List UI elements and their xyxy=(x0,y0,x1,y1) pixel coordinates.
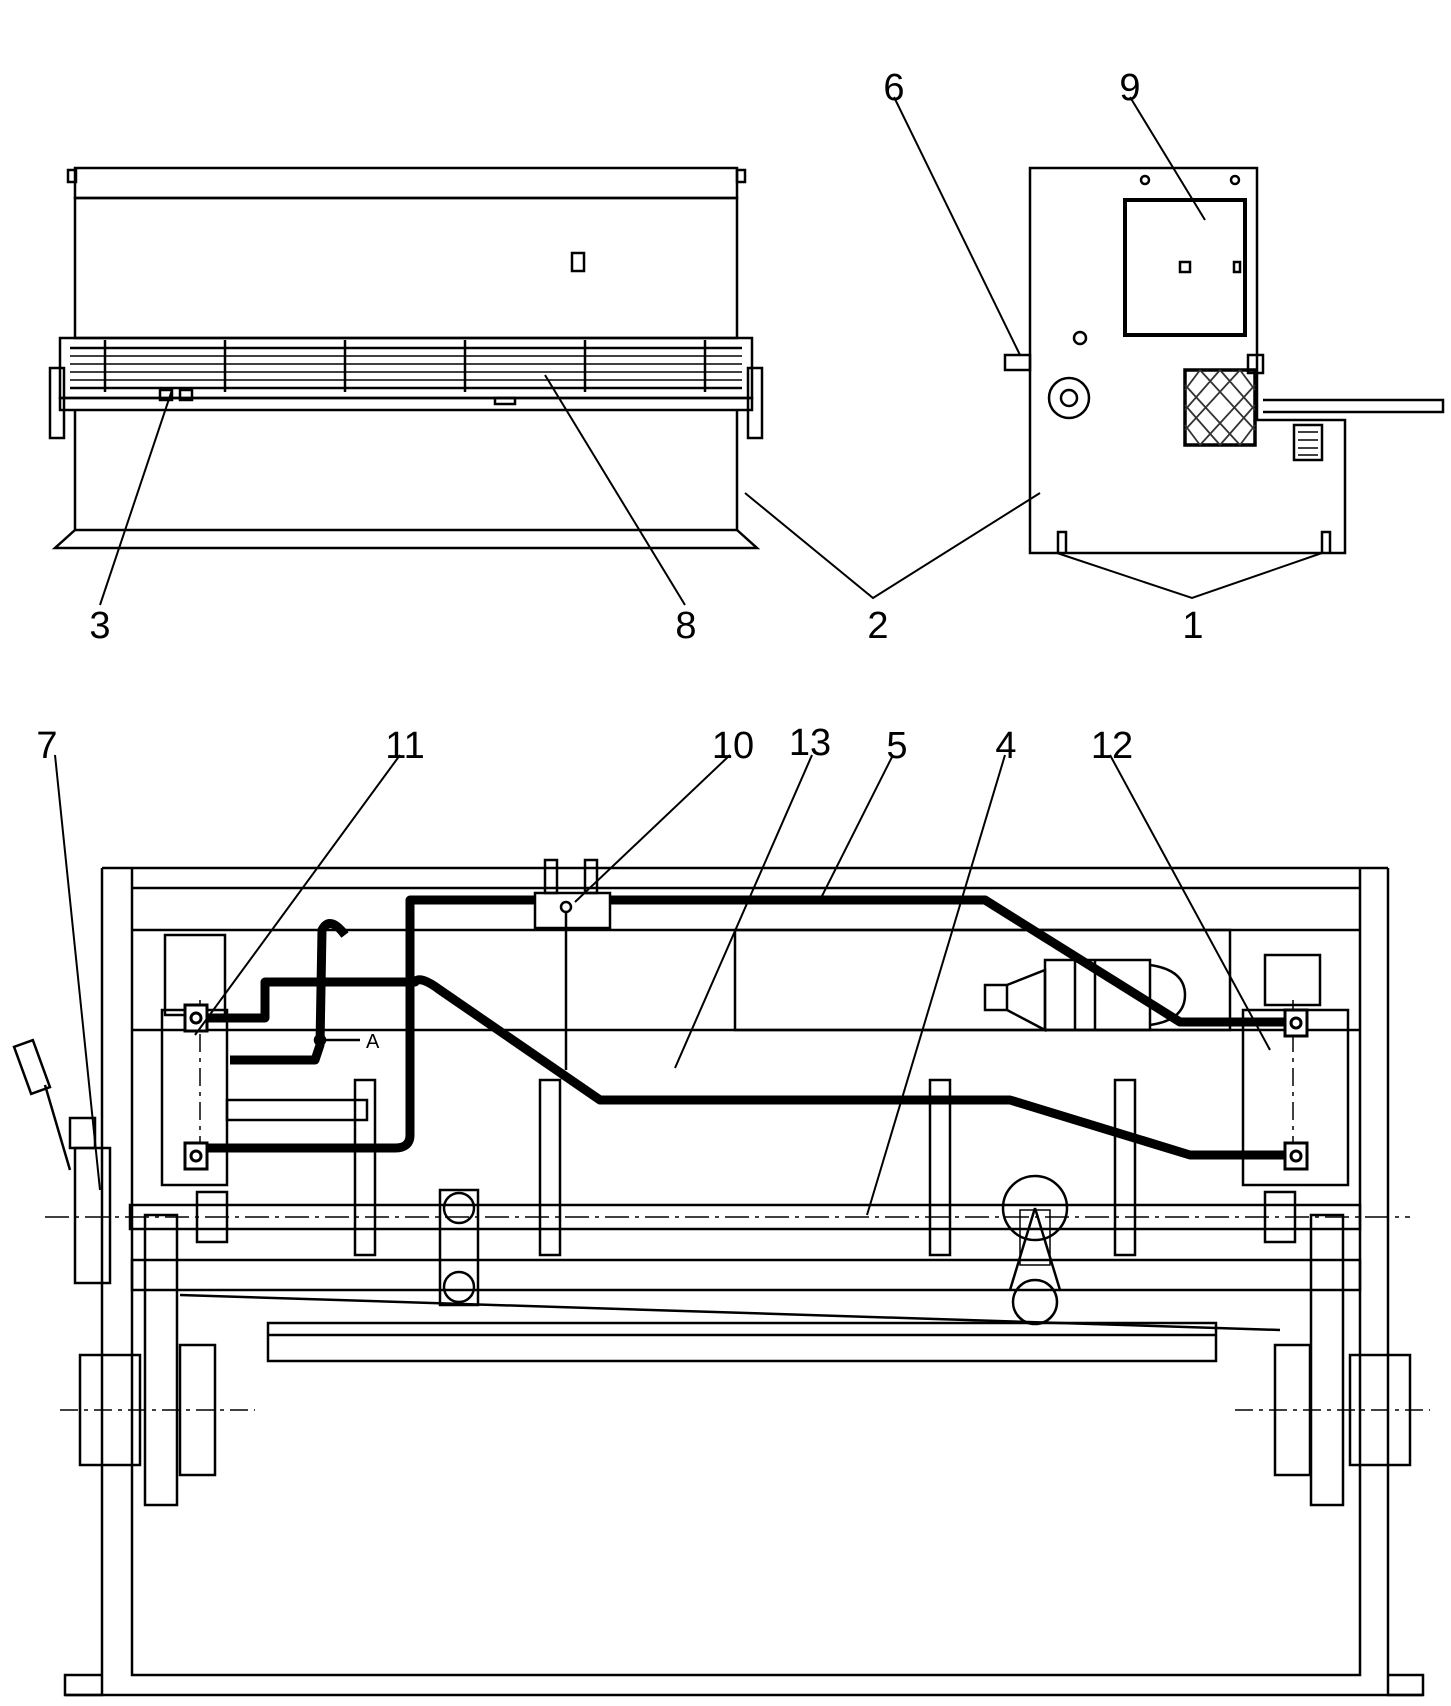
side-wheel xyxy=(1047,376,1091,420)
front-upper-panel xyxy=(73,196,739,340)
side-small-knob xyxy=(1072,330,1088,346)
side-control-panel xyxy=(1123,198,1247,337)
callout-6: 6 xyxy=(883,67,904,109)
side-back-gauge-arm xyxy=(1263,398,1445,414)
callout-2: 2 xyxy=(867,605,888,647)
hydraulic-pipes xyxy=(202,895,1295,1160)
rear-valve-block xyxy=(533,891,612,930)
callout-7: 7 xyxy=(36,725,57,767)
section-marker-a: A xyxy=(366,1031,380,1053)
side-foot-right xyxy=(1320,530,1332,553)
callout-labels: 1 2 3 8 6 9 7 11 10 13 5 4 12 A xyxy=(36,67,1203,1053)
callout-10: 10 xyxy=(712,725,754,767)
callout-8: 8 xyxy=(675,605,696,647)
pipe-left-loop xyxy=(205,895,535,1153)
callout-11: 11 xyxy=(385,725,424,767)
pipe-middle xyxy=(202,975,1295,1160)
pipe-short-loop xyxy=(230,919,349,1065)
callout-5: 5 xyxy=(886,725,907,767)
rear-lower-beam xyxy=(130,1258,1362,1292)
rear-blade-bar xyxy=(266,1321,1218,1363)
rear-eccentric-wheel xyxy=(1001,1174,1069,1242)
front-table xyxy=(58,396,754,412)
front-lock-indicator xyxy=(570,251,586,273)
side-handle-stub xyxy=(1003,353,1032,372)
front-view xyxy=(48,166,764,550)
rear-eccentric-link xyxy=(438,1188,480,1307)
front-upper-beam xyxy=(73,166,739,200)
side-hatched-guard xyxy=(1183,368,1257,447)
pipe-main-top xyxy=(610,895,1295,1027)
side-frame xyxy=(1028,166,1347,555)
side-foot-left xyxy=(1056,530,1068,553)
front-lower-body xyxy=(51,410,761,550)
callout-1: 1 xyxy=(1182,605,1203,647)
rear-left-lever xyxy=(12,1038,112,1285)
callout-9: 9 xyxy=(1119,67,1140,109)
pipe-fittings xyxy=(183,1003,1309,1171)
leader-lines xyxy=(54,96,1323,1216)
rear-center-block xyxy=(733,928,1232,1032)
side-view xyxy=(1003,166,1445,555)
callout-13: 13 xyxy=(789,722,831,764)
callout-12: 12 xyxy=(1091,725,1133,767)
side-vent-grille xyxy=(1292,423,1324,462)
callout-4: 4 xyxy=(995,725,1016,767)
rear-motor xyxy=(983,958,1187,1033)
callout-3: 3 xyxy=(89,605,110,647)
rear-view xyxy=(12,858,1430,1697)
